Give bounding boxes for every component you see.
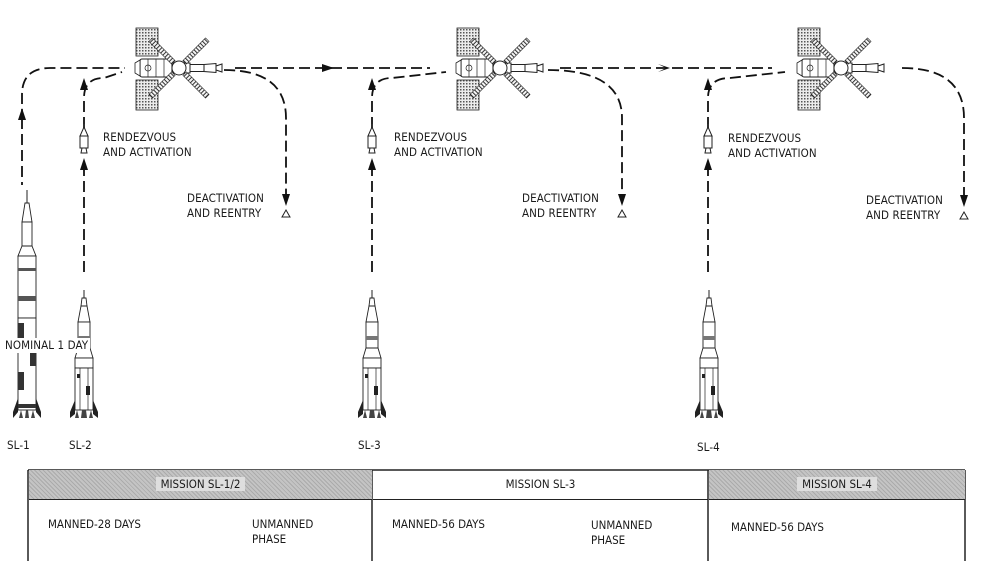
nominal-duration-label: NOMINAL 1 DAY <box>3 338 91 353</box>
saturn-ib-rocket-1 <box>69 289 99 419</box>
command-module-1 <box>79 123 89 154</box>
command-module-2 <box>367 123 377 154</box>
mission-sl4-manned: MANNED-56 DAYS <box>731 520 824 534</box>
splashdown-marker-1 <box>281 209 291 218</box>
splashdown-marker-2 <box>617 209 627 218</box>
mission-header-sl3: MISSION SL-3 <box>373 470 708 500</box>
arrowheads <box>18 64 968 207</box>
orbital-workshop-2 <box>455 27 544 111</box>
saturn-ib-rocket-2 <box>357 289 387 419</box>
saturn-v-rocket <box>12 189 42 419</box>
vehicle-label-sl4: SL-4 <box>697 440 720 454</box>
splashdown-marker-3 <box>959 211 969 220</box>
mission-sl3-manned: MANNED-56 DAYS <box>392 517 485 531</box>
mission-header-sl1-2: MISSION SL-1/2 <box>29 470 372 500</box>
ascent-paths <box>21 118 709 272</box>
mission-header-sl4: MISSION SL-4 <box>709 470 965 500</box>
saturn-ib-rocket-3 <box>694 289 724 419</box>
orbital-workshop-1 <box>134 27 223 111</box>
command-module-3 <box>703 123 713 154</box>
vehicle-label-sl3: SL-3 <box>358 438 381 452</box>
orbital-workshop-3 <box>796 27 885 111</box>
mission-sl1-2-manned: MANNED-28 DAYS <box>48 517 141 531</box>
vehicle-label-sl2: SL-2 <box>69 438 92 452</box>
vehicle-label-sl1: SL-1 <box>7 438 30 452</box>
